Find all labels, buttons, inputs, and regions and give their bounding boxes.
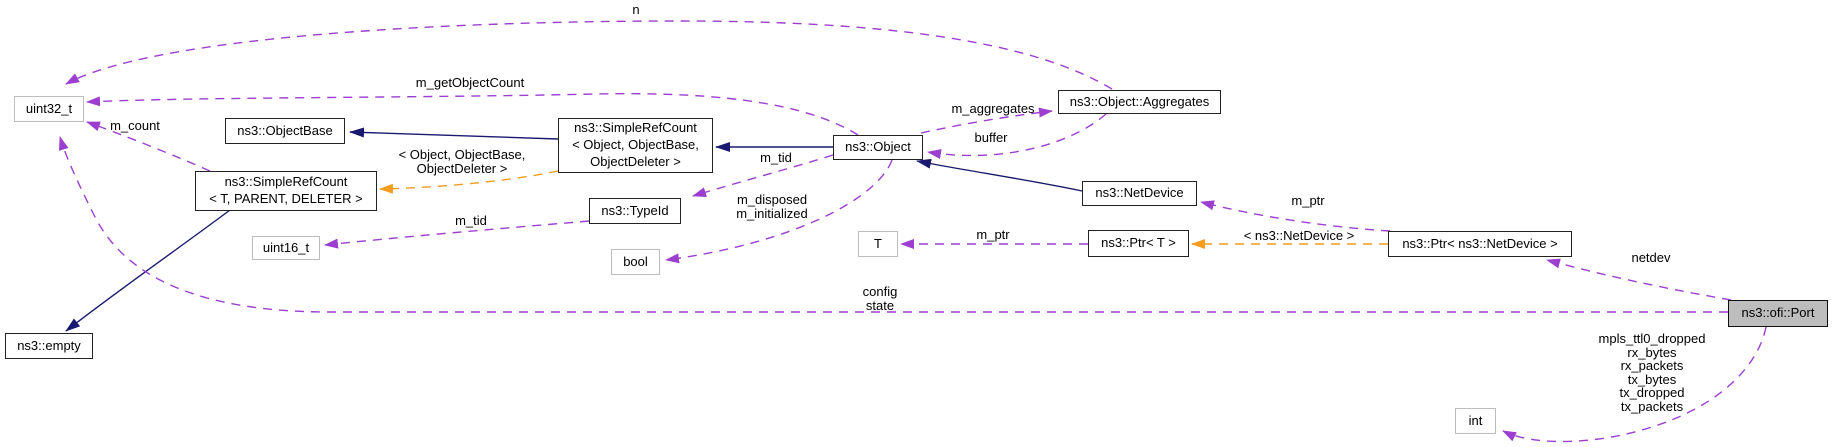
edge-label-line: mpls_ttl0_dropped xyxy=(1598,331,1706,346)
edge-label-m-getobjectcount: m_getObjectCount xyxy=(415,75,525,90)
node-uint32-t: uint32_t xyxy=(14,96,84,122)
node-typeid[interactable]: ns3::TypeId xyxy=(589,198,681,224)
edge-template-simplerefcount xyxy=(379,170,559,194)
edge-label-buffer: buffer xyxy=(974,130,1008,145)
node-uint16-t: uint16_t xyxy=(252,236,320,260)
node-int: int xyxy=(1455,408,1496,434)
edge-label-template-src: < Object, ObjectBase, ObjectDeleter > xyxy=(399,148,526,175)
edge-label-line: config xyxy=(862,284,898,299)
node-label: ObjectDeleter > xyxy=(590,153,681,169)
edge-m-aggregates xyxy=(920,107,1053,134)
edge-label-m-tid-object: m_tid xyxy=(760,150,792,165)
edge-label-line: tx_bytes xyxy=(1627,371,1677,387)
node-label: < T, PARENT, DELETER > xyxy=(209,191,363,206)
edge-label-m-ptr-netdevice: m_ptr xyxy=(1291,193,1325,208)
edge-label-line: state xyxy=(865,297,895,313)
edge-label-line: tx_packets xyxy=(1620,398,1684,414)
node-label: int xyxy=(1468,412,1483,428)
edge-buffer xyxy=(927,113,1107,160)
edge-label-line: rx_bytes xyxy=(1627,344,1677,360)
node-label: ns3::SimpleRefCount xyxy=(574,120,697,136)
edge-label-netdev: netdev xyxy=(1631,250,1671,265)
node-label: ns3::ObjectBase xyxy=(237,122,333,138)
edge-label-m-disposed: m_disposed m_initialized xyxy=(736,193,808,220)
edge-label-line: m_disposed xyxy=(736,192,808,207)
edge-label-line: < Object, ObjectBase, xyxy=(398,147,526,162)
edge-m-count xyxy=(86,121,211,172)
node-simplerefcount-template[interactable]: ns3::SimpleRefCount < T, PARENT, DELETER… xyxy=(195,171,377,211)
edge-n xyxy=(65,20,1113,90)
edge-netdev xyxy=(1546,258,1732,301)
edge-label-line: ObjectDeleter > xyxy=(416,160,508,176)
node-label: uint16_t xyxy=(262,239,310,255)
node-label: ns3::empty xyxy=(17,337,81,353)
edge-m-getobjectcount xyxy=(86,93,859,136)
node-ofi-port: ns3::ofi::Port xyxy=(1728,300,1828,327)
node-empty[interactable]: ns3::empty xyxy=(5,333,93,359)
node-bool: bool xyxy=(611,249,660,275)
node-label: ns3::SimpleRefCount xyxy=(224,174,348,190)
node-label: bool xyxy=(623,253,648,269)
edge-label-m-ptr-t: m_ptr xyxy=(976,227,1010,242)
edge-label-line: tx_dropped xyxy=(1619,385,1685,400)
node-label: ns3::Ptr< ns3::NetDevice > xyxy=(1402,235,1558,251)
edge-inherit-simplerefcount-empty xyxy=(65,209,231,332)
edge-label-m-tid-typeid: m_tid xyxy=(455,213,487,228)
node-label: ns3::TypeId xyxy=(601,202,669,218)
node-label: ns3::NetDevice xyxy=(1095,185,1184,201)
edge-label-config-state: config state xyxy=(863,285,898,312)
node-simplerefcount-object[interactable]: ns3::SimpleRefCount < Object, ObjectBase… xyxy=(558,118,713,173)
node-object-aggregates[interactable]: ns3::Object::Aggregates xyxy=(1058,90,1221,114)
edge-inherit-netdevice-object xyxy=(916,158,1083,192)
edge-label-m-aggregates: m_aggregates xyxy=(951,101,1035,116)
edge-label-counters: mpls_ttl0_dropped rx_bytes rx_packets tx… xyxy=(1599,332,1706,413)
node-netdevice[interactable]: ns3::NetDevice xyxy=(1082,181,1197,206)
node-label: ns3::ofi::Port xyxy=(1741,305,1815,321)
node-label: uint32_t xyxy=(25,100,73,116)
edge-label-line: m_initialized xyxy=(736,205,808,221)
edge-label-template-ptr: < ns3::NetDevice > xyxy=(1243,228,1355,243)
edge-label-line: rx_packets xyxy=(1620,358,1684,373)
edge-counters xyxy=(1502,326,1767,443)
edge-inherit-simplerefcount-objectbase xyxy=(349,127,559,140)
edge-m-tid-object xyxy=(692,154,834,197)
edge-label-m-count: m_count xyxy=(110,118,160,133)
node-label: T xyxy=(874,235,882,251)
node-ptr-t[interactable]: ns3::Ptr< T > xyxy=(1088,230,1189,257)
node-label: ns3::Ptr< T > xyxy=(1101,235,1176,251)
edge-m-disposed xyxy=(665,159,893,264)
edge-m-ptr-netdevice xyxy=(1200,200,1391,232)
node-label: ns3::Object xyxy=(845,139,911,155)
node-object[interactable]: ns3::Object xyxy=(833,135,923,160)
edge-m-tid-typeid xyxy=(324,220,590,249)
edge-config-state xyxy=(58,136,1728,313)
edge-label-n: n xyxy=(632,2,640,17)
node-label: ns3::Object::Aggregates xyxy=(1069,93,1210,109)
node-t: T xyxy=(858,231,898,257)
node-objectbase[interactable]: ns3::ObjectBase xyxy=(225,118,345,144)
node-label: < Object, ObjectBase, xyxy=(572,137,699,153)
node-ptr-netdevice[interactable]: ns3::Ptr< ns3::NetDevice > xyxy=(1388,231,1572,257)
